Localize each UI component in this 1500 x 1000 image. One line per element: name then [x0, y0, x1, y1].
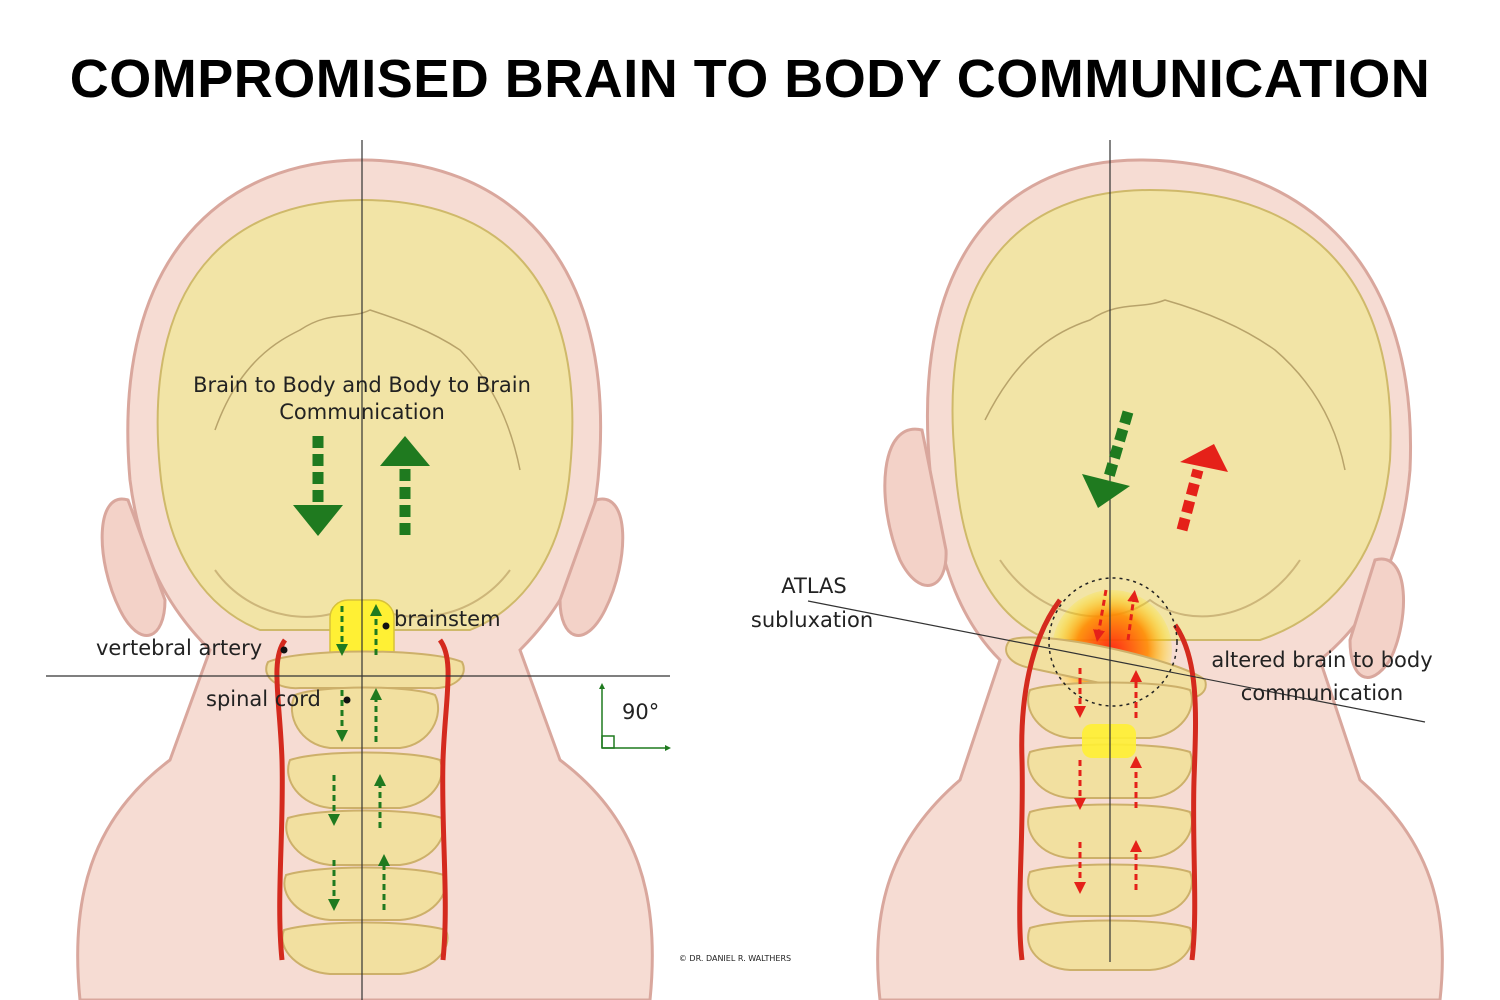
right-skull	[951, 188, 1392, 641]
vertebral-artery-label: vertebral artery	[96, 636, 262, 660]
vertebral-artery-pointer-dot	[280, 646, 288, 654]
left-skull	[156, 198, 574, 631]
altered-label-line2: communication	[1241, 681, 1403, 705]
right-head-illustration	[876, 158, 1444, 1000]
left-descending-arrow	[293, 436, 343, 536]
left-vertebral-arteries	[274, 638, 451, 961]
left-cervical-vertebrae	[281, 686, 449, 975]
left-ear-right	[558, 497, 625, 637]
right-ascending-arrow	[1176, 444, 1228, 532]
right-small-arrows	[1074, 589, 1142, 894]
right-ear-left	[883, 427, 948, 587]
communication-label-line1: Brain to Body and Body to Brain	[193, 373, 531, 397]
left-atlas-vertebra	[265, 650, 465, 690]
subluxation-dotted-circle	[1048, 577, 1178, 707]
communication-label-line2: Communication	[279, 400, 445, 424]
left-skull-suture	[214, 309, 521, 471]
copyright-notice: © DR. DANIEL R. WALTHERS	[679, 954, 791, 963]
right-vertebral-arteries	[1017, 598, 1199, 961]
right-skull-suture	[984, 299, 1346, 471]
right-angle-indicator	[599, 683, 671, 751]
altered-label-line1: altered brain to body	[1211, 648, 1432, 672]
left-small-arrows	[328, 604, 390, 911]
right-descending-arrow	[1082, 410, 1134, 508]
page-title: COMPROMISED BRAIN TO BODY COMMUNICATION	[69, 49, 1431, 109]
atlas-label-line1: ATLAS	[781, 574, 846, 598]
right-brainstem	[1082, 724, 1136, 758]
angle-label: 90°	[622, 700, 659, 724]
spinal-cord-label: spinal cord	[206, 687, 321, 711]
brainstem-pointer-dot	[382, 622, 390, 630]
left-ear-left	[100, 497, 167, 637]
spinal-cord-pointer-dot	[343, 696, 351, 704]
right-cerebellum	[999, 559, 1301, 618]
right-ear-right	[1348, 557, 1405, 679]
brainstem-label: brainstem	[394, 607, 501, 631]
right-tilted-line	[807, 600, 1426, 723]
atlas-label-line2: subluxation	[751, 608, 873, 632]
left-ascending-arrow	[380, 436, 430, 535]
left-head-illustration	[76, 158, 654, 1000]
